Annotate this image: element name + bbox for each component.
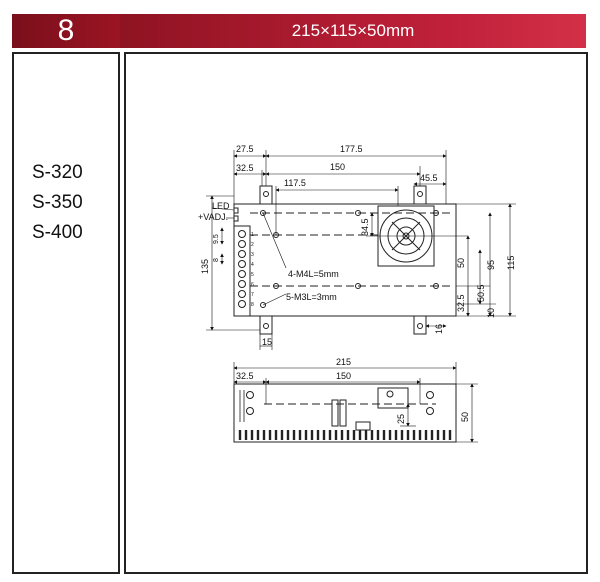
dim-115: 115 (506, 256, 516, 270)
dim-150-side: 150 (336, 371, 351, 381)
dim-117-5: 117.5 (284, 178, 306, 188)
dim-135: 135 (200, 259, 210, 274)
dim-27-5: 27.5 (236, 144, 254, 154)
dim-15: 15 (262, 337, 272, 347)
dim-32-5: 32.5 (236, 163, 254, 173)
header-bar: 8 215×115×50mm (12, 14, 586, 48)
mount-tab (259, 185, 273, 205)
side-view (233, 383, 457, 443)
dim-95: 95 (486, 260, 496, 270)
mount-tab (259, 315, 273, 335)
top-view-dimensions (206, 150, 516, 350)
terminal-screws (238, 230, 246, 308)
screw-holes (260, 210, 439, 308)
mount-tab (413, 185, 427, 205)
svg-text:8: 8 (251, 302, 254, 308)
dimension-title: 215×115×50mm (120, 14, 586, 48)
dim-150: 150 (330, 162, 345, 172)
dim-34-5: 34.5 (360, 218, 370, 236)
dim-9-5: 9.5 (213, 234, 220, 244)
model-panel: S-320 S-350 S-400 (12, 52, 120, 574)
model-item: S-350 (32, 192, 83, 213)
vent-slots (238, 430, 452, 440)
model-item: S-400 (32, 222, 83, 243)
side-view-dimensions (233, 362, 478, 443)
terminal-block (233, 225, 251, 317)
svg-text:5: 5 (251, 272, 254, 278)
model-list: S-320 S-350 S-400 (32, 158, 83, 248)
svg-text:3: 3 (251, 252, 254, 258)
dim-32-5-side: 32.5 (236, 371, 254, 381)
dim-10: 10 (486, 308, 496, 318)
dim-50: 50 (456, 258, 466, 268)
svg-text:6: 6 (251, 282, 254, 288)
dim-50-5: 50.5 (476, 284, 486, 302)
mount-tab (413, 315, 427, 335)
svg-text:7: 7 (251, 292, 254, 298)
m4-label: 4-M4L=5mm (288, 269, 339, 279)
m3-label: 5-M3L=3mm (286, 292, 337, 302)
section-number: 8 (12, 14, 120, 48)
dim-32-5-right: 32.5 (456, 294, 466, 312)
side-view-labels: 215 32.5 150 25 50 (236, 357, 470, 424)
dim-50-side: 50 (460, 412, 470, 422)
dim-177-5: 177.5 (340, 144, 363, 154)
dim-8: 8 (213, 258, 220, 262)
dim-45-5: 45.5 (420, 173, 438, 183)
dim-16: 16 (434, 324, 444, 334)
top-view-labels: 27.5 177.5 32.5 150 117.5 45.5 LED +VADJ… (198, 144, 516, 347)
chassis-outline (233, 203, 457, 317)
led-label: LED (212, 201, 230, 211)
svg-text:4: 4 (251, 262, 254, 268)
dim-25: 25 (396, 414, 406, 424)
model-item: S-320 (32, 162, 83, 183)
svg-text:2: 2 (251, 242, 254, 248)
dim-215: 215 (336, 357, 351, 367)
side-chassis-outline (233, 383, 457, 443)
vadj-label: +VADJ. (198, 212, 228, 222)
top-view: 123 456 78 (233, 185, 457, 335)
